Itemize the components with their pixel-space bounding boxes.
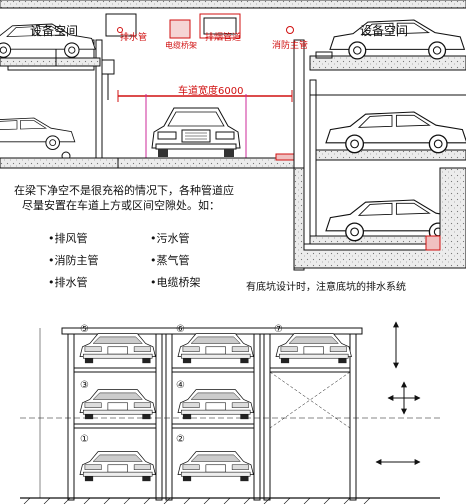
slot-2-label: ② <box>176 434 185 445</box>
item-exhaust: •排风管 <box>48 232 88 245</box>
equipment-space-right-label: 设备空间 <box>360 24 409 38</box>
equipment-space-left-label: 设备空间 <box>30 24 79 38</box>
item-cable-tray: •电缆桥架 <box>150 276 201 289</box>
item-drain: •排水管 <box>48 276 88 289</box>
smoke-duct-label: 排烟管道 <box>205 33 242 43</box>
note-line-1: 在梁下净空不是很充裕的情况下，各种管道应 <box>14 184 234 197</box>
slot-7-label: ⑦ <box>274 324 283 335</box>
slot-4-label: ④ <box>176 380 185 391</box>
slot-5-label: ⑤ <box>80 324 89 335</box>
puzzle-parking-elevation <box>20 321 440 504</box>
item-fire-main: •消防主管 <box>48 254 99 267</box>
cable-tray-label: 电缆桥架 <box>165 41 197 50</box>
fire-main-label: 消防主管 <box>272 41 309 51</box>
slot-6-label: ⑥ <box>176 324 185 335</box>
item-sewage: •污水管 <box>150 232 190 245</box>
slot-1-label: ① <box>80 434 89 445</box>
slot-3-label: ③ <box>80 380 89 391</box>
item-steam: •蒸气管 <box>150 254 190 267</box>
garage-section-drawing <box>0 0 466 271</box>
note-line-2: 尽量安置在车道上方或区间空隙处。如： <box>22 199 220 212</box>
lane-width-label: 车道宽度6000 <box>178 86 244 97</box>
pit-drainage-note: 有底坑设计时，注意底坑的排水系统 <box>246 282 406 293</box>
drain-pipe-label: 排水管 <box>120 33 148 43</box>
